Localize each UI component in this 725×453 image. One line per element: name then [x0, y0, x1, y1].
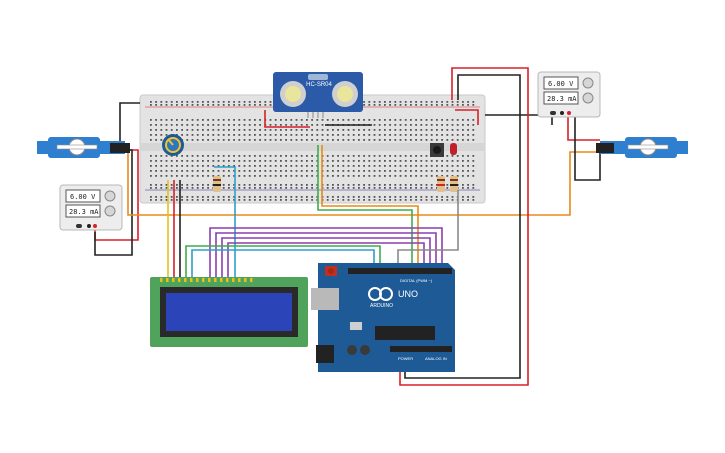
- sensor-model-label: HC-SR04: [306, 82, 332, 88]
- servo-motor: [596, 137, 688, 158]
- red-led: [450, 143, 457, 155]
- breadboard: [139, 94, 486, 204]
- push-button[interactable]: [430, 143, 444, 157]
- lcd-pins: [160, 278, 253, 282]
- arduino-model-label: UNO: [398, 289, 418, 299]
- resistor: [450, 176, 458, 192]
- ultrasonic-sensor: HC-SR04: [273, 72, 363, 118]
- breadboard-holes: [150, 101, 475, 201]
- supply-current-readout: 28.3 mA: [69, 208, 99, 216]
- arduino-analog-label: ANALOG IN: [425, 356, 447, 361]
- wire-gray: [397, 190, 459, 268]
- resistor: [213, 176, 221, 192]
- arduino-power-label: POWER: [398, 356, 413, 361]
- supply-knob: [104, 205, 116, 217]
- wires: [94, 67, 601, 386]
- servo-motor: [37, 137, 130, 158]
- wire-teal: [214, 166, 236, 278]
- power-supply-left: 6.00 V 28.3 mA: [59, 184, 123, 231]
- supply-voltage-readout: 6.00 V: [548, 80, 574, 88]
- wire-purple: [221, 237, 431, 278]
- arduino-brand-label: ARDUINO: [370, 303, 393, 309]
- wire-red: [399, 67, 529, 386]
- wire-black: [119, 102, 140, 150]
- supply-knob: [104, 190, 116, 202]
- wire-red: [455, 109, 479, 125]
- wire-orange: [127, 151, 598, 216]
- wire-red: [567, 113, 600, 141]
- lcd-display: [150, 277, 308, 347]
- wire-black: [404, 74, 521, 379]
- wire-purple: [209, 227, 443, 278]
- supply-voltage-readout: 6.00 V: [70, 193, 96, 201]
- wire-green: [317, 145, 413, 268]
- arduino-digital-label: DIGITAL (PWM ~): [400, 278, 433, 283]
- wire-purple: [227, 242, 425, 278]
- wire-red: [264, 110, 310, 128]
- supply-knob: [582, 92, 594, 104]
- wire-orange: [321, 145, 419, 268]
- power-supply-right: 6.00 V 28.3 mA: [537, 71, 601, 118]
- potentiometer[interactable]: [162, 134, 184, 156]
- wire-teal: [191, 249, 375, 278]
- wire-green: [185, 245, 381, 278]
- wire-black: [574, 113, 601, 181]
- supply-knob: [582, 77, 594, 89]
- arduino-uno: UNO ARDUINO DIGITAL (PWM ~) POWER ANALOG…: [311, 263, 455, 372]
- resistor: [437, 176, 445, 192]
- supply-current-readout: 28.3 mA: [547, 95, 577, 103]
